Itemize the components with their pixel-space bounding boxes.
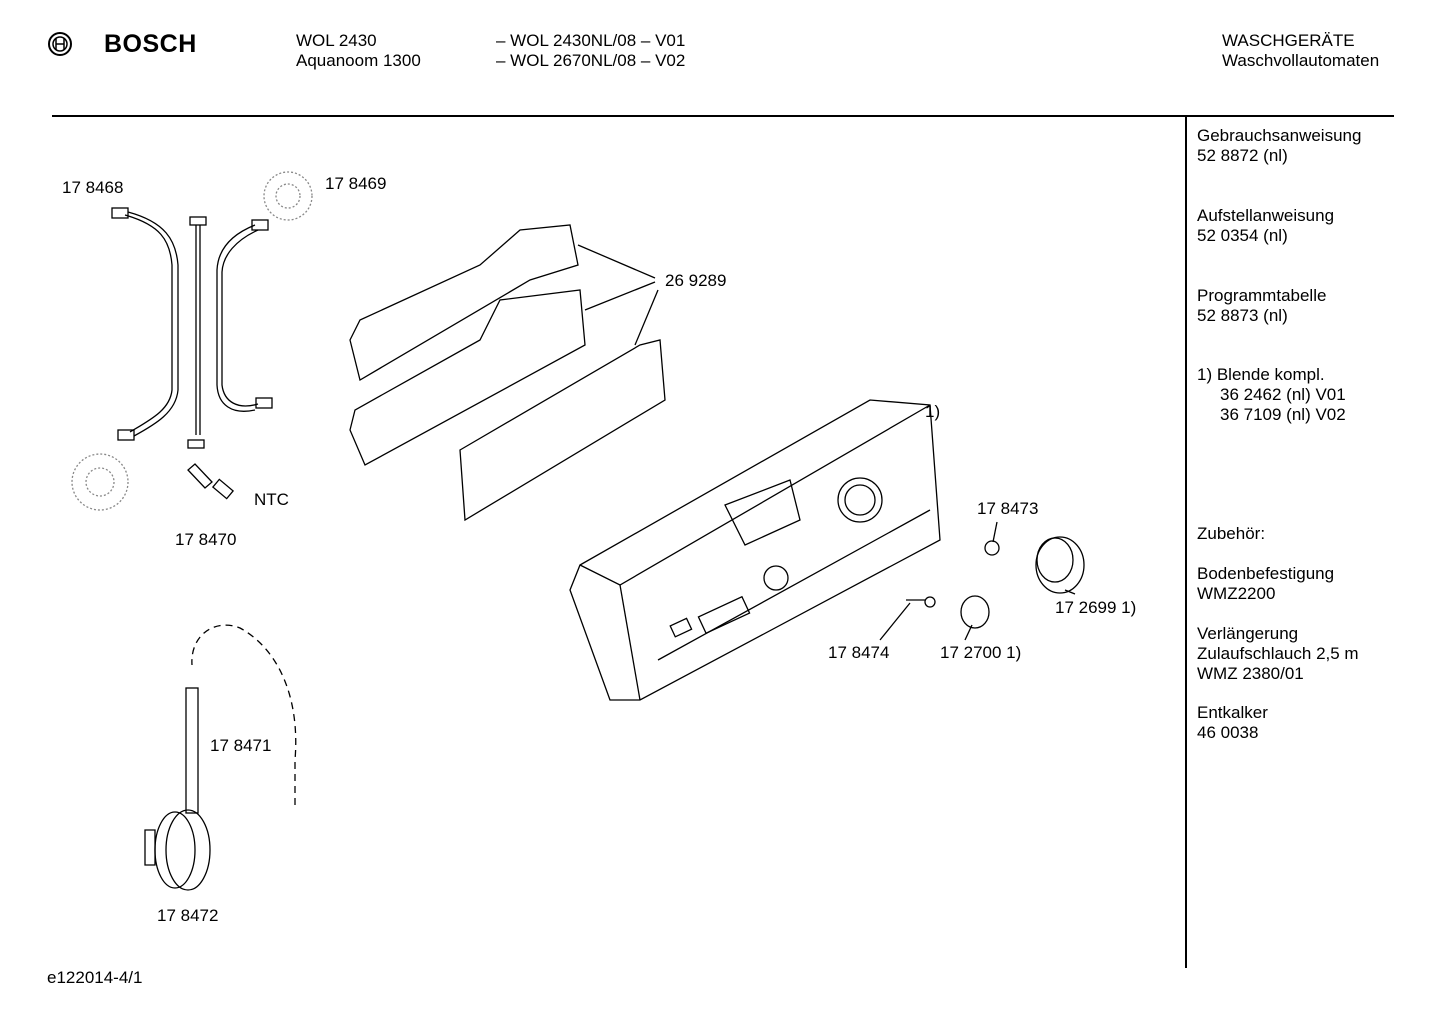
- program-title: Programmtabelle: [1197, 286, 1327, 305]
- fascia-note: 1) Blende kompl. 36 2462 (nl) V01 36 710…: [1197, 365, 1346, 425]
- fascia-panel-drawing: [569, 399, 941, 701]
- control-module-drawing: [349, 224, 666, 522]
- note-v01: 36 2462 (nl) V01: [1220, 385, 1346, 404]
- part-label-178474: 17 8474: [828, 643, 890, 662]
- bosch-logo-icon: [48, 32, 72, 56]
- manual-number: 52 8872 (nl): [1197, 146, 1288, 165]
- install-title: Aufstellanweisung: [1197, 206, 1335, 225]
- part-label-178473: 17 8473: [977, 499, 1039, 518]
- subcategory: Waschvollautomaten: [1222, 51, 1380, 70]
- acc2-desc: Zulaufschlauch 2,5 m: [1197, 644, 1359, 663]
- accessory-descaler: Entkalker 46 0038: [1197, 703, 1268, 743]
- acc1-title: Bodenbefestigung: [1197, 564, 1335, 583]
- variant-v02: – WOL 2670NL/08 – V02: [496, 51, 686, 70]
- part-label-172700: 17 2700 1): [940, 643, 1022, 662]
- install-number: 52 0354 (nl): [1197, 226, 1288, 245]
- pressure-switch-drawing: [144, 624, 297, 891]
- sidebar-divider: [1185, 116, 1187, 968]
- program-info: Programmtabelle 52 8873 (nl): [1197, 286, 1326, 326]
- install-info: Aufstellanweisung 52 0354 (nl): [1197, 206, 1334, 246]
- acc1-number: WMZ2200: [1197, 584, 1276, 603]
- wiring-harness-drawing: [111, 207, 273, 449]
- note-title: 1) Blende kompl.: [1197, 365, 1325, 384]
- part-label-178469: 17 8469: [325, 174, 387, 193]
- accessory-floor-mount: Bodenbefestigung WMZ2200: [1197, 564, 1334, 604]
- manual-info: Gebrauchsanweisung 52 8872 (nl): [1197, 126, 1361, 166]
- acc2-title: Verlängerung: [1197, 624, 1299, 643]
- accessories-heading: Zubehör:: [1197, 524, 1266, 543]
- part-label-178471: 17 8471: [210, 736, 272, 755]
- brand-name: BOSCH: [104, 30, 197, 58]
- acc2-number: WMZ 2380/01: [1197, 664, 1304, 683]
- variant-v01: – WOL 2430NL/08 – V01: [496, 31, 686, 50]
- manual-title: Gebrauchsanweisung: [1197, 126, 1362, 145]
- exploded-parts-drawing: [71, 171, 1085, 891]
- accessory-hose-extension: Verlängerung Zulaufschlauch 2,5 m WMZ 23…: [1197, 624, 1359, 684]
- model-name: Aquanoom 1300: [296, 51, 421, 70]
- connector-drawing: [71, 171, 313, 511]
- knob-drawing: [879, 521, 1085, 641]
- part-label-269289: 26 9289: [665, 271, 727, 290]
- part-label-178468: 17 8468: [62, 178, 124, 197]
- note-v02: 36 7109 (nl) V02: [1220, 405, 1346, 424]
- document-id: e122014-4/1: [47, 968, 143, 987]
- ntc-label: NTC: [254, 490, 289, 509]
- acc3-number: 46 0038: [1197, 723, 1259, 742]
- category: WASCHGERÄTE: [1222, 31, 1355, 50]
- program-number: 52 8873 (nl): [1197, 306, 1288, 325]
- header-divider: [52, 115, 1394, 117]
- acc3-title: Entkalker: [1197, 703, 1268, 722]
- part-label-172699: 17 2699 1): [1055, 598, 1137, 617]
- part-label-178470: 17 8470: [175, 530, 237, 549]
- assembly-note-marker: 1): [925, 402, 941, 421]
- model-number: WOL 2430: [296, 31, 377, 50]
- ntc-sensor-drawing: [187, 463, 235, 500]
- part-label-178472: 17 8472: [157, 906, 219, 925]
